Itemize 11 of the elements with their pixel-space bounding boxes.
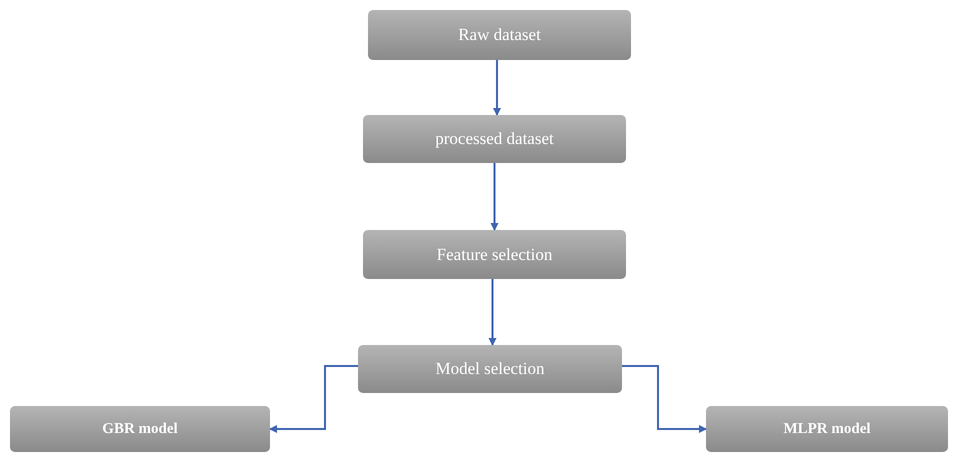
process-box: Model selection [358,345,622,393]
process-box: Raw dataset [368,10,631,60]
arrow [488,279,496,346]
process-box: GBR model [10,406,270,452]
process-box: Feature selection [363,230,626,279]
arrow [493,60,501,116]
arrow [269,365,358,433]
process-box: processed dataset [363,115,626,163]
arrow [622,365,707,433]
arrow [490,163,498,231]
process-box: MLPR model [706,406,948,452]
